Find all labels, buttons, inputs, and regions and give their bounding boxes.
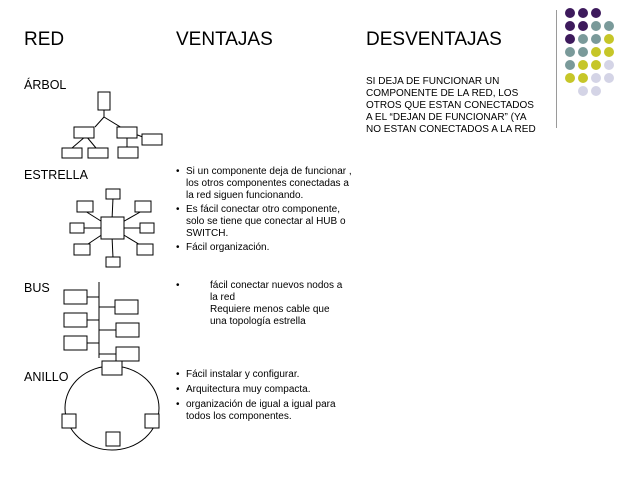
bus-ventaja-2: Requiere menos cable que una topología e… — [210, 304, 330, 327]
decorative-dot — [578, 73, 588, 83]
star-node — [73, 243, 91, 256]
star-node — [139, 222, 155, 234]
tree-diagram — [61, 91, 163, 159]
decorative-dot — [604, 47, 614, 57]
row-label-arbol: ÁRBOL — [24, 78, 67, 92]
decorative-dot — [604, 60, 614, 70]
tree-node — [116, 126, 138, 139]
decorative-dot — [591, 8, 601, 18]
decorative-dot — [591, 86, 601, 96]
tree-node — [117, 146, 139, 159]
bus-diagram — [63, 282, 140, 362]
row-label-estrella: ESTRELLA — [24, 168, 88, 182]
tree-node — [141, 133, 163, 146]
bullet-icon: • — [176, 399, 180, 410]
anillo-ventajas-list: •Fácil instalar y configurar. •Arquitect… — [176, 369, 354, 423]
decorative-dot — [591, 47, 601, 57]
ring-node — [105, 431, 121, 447]
tree-node — [73, 126, 95, 139]
bus-node — [114, 299, 139, 315]
arbol-desventajas-text: SI DEJA DE FUNCIONAR UN COMPONENTE DE LA… — [366, 76, 536, 135]
bus-node — [115, 322, 140, 338]
ring-node — [101, 360, 123, 376]
decorative-dot — [578, 8, 588, 18]
bullet-icon: • — [176, 242, 180, 253]
ring-node — [61, 413, 77, 429]
star-node — [76, 200, 94, 213]
decorative-dot — [591, 73, 601, 83]
decorative-dot — [604, 34, 614, 44]
decorative-dot — [578, 47, 588, 57]
tree-node — [61, 147, 83, 159]
decorative-dot — [591, 21, 601, 31]
star-node — [134, 200, 152, 213]
bullet-item: •organización de igual a igual para todo… — [176, 399, 336, 422]
bus-node — [63, 312, 88, 328]
bus-node — [63, 289, 88, 305]
decorative-dot — [565, 8, 575, 18]
header-desventajas: DESVENTAJAS — [366, 29, 502, 50]
decorative-dot — [578, 86, 588, 96]
decorative-dot — [591, 34, 601, 44]
bullet-item: •Si un componente deja de funcionar , lo… — [176, 166, 352, 201]
row-label-bus: BUS — [24, 281, 50, 295]
star-node — [136, 243, 154, 256]
star-node — [105, 188, 121, 200]
bullet-item: •Fácil organización. — [176, 242, 270, 253]
star-diagram — [69, 188, 155, 268]
bullet-item: •Es fácil conectar otro componente, solo… — [176, 204, 346, 239]
bus-bullet-icon: • — [176, 280, 180, 291]
bus-node — [115, 346, 140, 362]
header-red: RED — [24, 29, 65, 50]
bullet-item: •Arquitectura muy compacta. — [176, 384, 311, 395]
decorative-dot — [591, 60, 601, 70]
bus-node — [63, 335, 88, 351]
bullet-icon: • — [176, 384, 180, 395]
header-ventajas: VENTAJAS — [176, 29, 273, 50]
ring-node — [144, 413, 160, 429]
decorative-dot — [565, 21, 575, 31]
bullet-item: •Fácil instalar y configurar. — [176, 369, 300, 380]
bullet-icon: • — [176, 369, 180, 380]
decorative-dot — [604, 21, 614, 31]
decorative-dot — [565, 60, 575, 70]
decorative-dot — [565, 73, 575, 83]
tree-node — [97, 91, 111, 111]
decorative-dot — [604, 73, 614, 83]
bullet-icon: • — [176, 204, 180, 215]
estrella-ventajas-list: •Si un componente deja de funcionar , lo… — [176, 166, 354, 254]
star-hub — [100, 216, 125, 240]
decorative-dot — [565, 34, 575, 44]
bus-ventaja-1: fácil conectar nuevos nodos a la red — [210, 280, 343, 303]
star-node — [105, 256, 121, 268]
ring-diagram — [61, 360, 160, 451]
star-node — [69, 222, 85, 234]
decorative-dot — [578, 21, 588, 31]
decorative-dot — [565, 47, 575, 57]
divider-line — [556, 10, 557, 128]
tree-node — [87, 147, 109, 159]
decorative-dot — [578, 60, 588, 70]
row-label-anillo: ANILLO — [24, 370, 69, 384]
decorative-dot — [578, 34, 588, 44]
bullet-icon: • — [176, 166, 180, 177]
bus-ventajas-list: fácil conectar nuevos nodos a la red Req… — [210, 280, 345, 328]
